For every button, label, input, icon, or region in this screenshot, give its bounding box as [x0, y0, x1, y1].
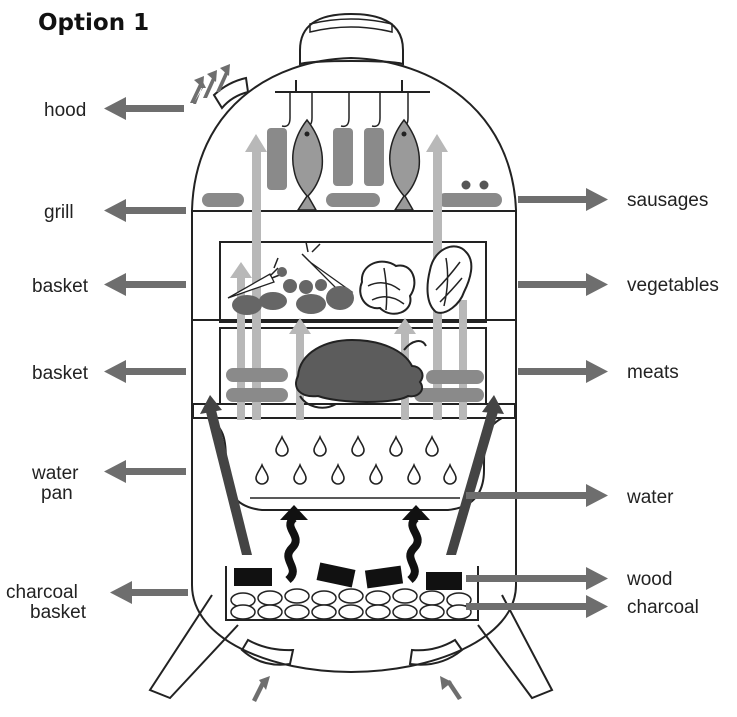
- label-wood: wood: [626, 569, 672, 590]
- meat-sausage: [226, 388, 288, 402]
- hanging-sausage: [333, 128, 353, 186]
- label-meats: meats: [627, 362, 679, 383]
- water-drop-icon: [426, 437, 438, 456]
- label-charcoal-basket-2: basket: [30, 602, 87, 623]
- arrow-right-icon: [518, 273, 608, 296]
- label-hood: hood: [44, 100, 86, 121]
- wood-chunk: [234, 568, 272, 586]
- wood-chunk: [426, 572, 462, 590]
- arrow-right-icon: [518, 360, 608, 383]
- wood-chunk: [365, 566, 403, 589]
- left-callouts: hood grill basket basket water pan charc…: [6, 97, 188, 623]
- fish-icon: [293, 120, 323, 210]
- heat-wave-icon: [280, 505, 308, 580]
- arrow-right-icon: [518, 188, 608, 211]
- label-grill: grill: [44, 202, 74, 223]
- label-basket-top: basket: [32, 276, 89, 297]
- water-drop-icon: [370, 465, 382, 484]
- heat-arrow: [206, 410, 252, 555]
- arrow-left-icon: [110, 581, 188, 604]
- right-leg: [478, 595, 552, 698]
- water-drop-icon: [276, 437, 288, 456]
- meats: [226, 340, 484, 408]
- smoke-arrow-icon: [230, 262, 252, 278]
- arrow-left-icon: [104, 460, 186, 483]
- label-charcoal-basket-1: charcoal: [6, 582, 78, 603]
- label-basket-bottom: basket: [32, 363, 89, 384]
- charcoal-pieces: [231, 589, 471, 619]
- label-water-pan-2: pan: [41, 483, 73, 504]
- water-drop-icon: [408, 465, 420, 484]
- meat-sausage: [414, 388, 484, 402]
- arrow-left-icon: [104, 97, 184, 120]
- arrow-right-icon: [466, 567, 608, 590]
- wood-chunk: [317, 562, 356, 587]
- water-drop-icon: [256, 465, 268, 484]
- left-leg: [150, 595, 238, 698]
- water-drop-icon: [352, 437, 364, 456]
- handle-grip: [310, 19, 392, 32]
- arrow-left-icon: [104, 273, 186, 296]
- water-drop-icon: [294, 465, 306, 484]
- grill-sausage: [202, 193, 244, 207]
- arrow-left-icon: [104, 199, 186, 222]
- top-handle: [300, 14, 403, 64]
- arrow-right-icon: [466, 595, 608, 618]
- water-drop-icon: [314, 437, 326, 456]
- wood-chunks: [234, 562, 462, 590]
- hood-vent: [214, 78, 248, 108]
- water-drop-icon: [444, 465, 456, 484]
- arrow-right-icon: [466, 484, 608, 507]
- meat-sausage: [426, 370, 484, 384]
- heat-wave-icon: [402, 505, 430, 580]
- water-drop-icon: [332, 465, 344, 484]
- label-vegetables: vegetables: [627, 275, 719, 296]
- water-drops: [256, 437, 456, 484]
- hanging-sausage: [364, 128, 384, 186]
- lettuce-icon: [360, 262, 414, 314]
- label-water: water: [626, 487, 674, 508]
- diagram-title: Option 1: [38, 10, 149, 36]
- water-pan: [208, 418, 502, 510]
- water-drop-icon: [390, 437, 402, 456]
- hanging-sausage: [267, 128, 287, 190]
- arrow-left-icon: [104, 360, 186, 383]
- smoke-arrow-icon: [245, 134, 267, 152]
- meat-sausage: [226, 368, 288, 382]
- grill-sausage: [326, 193, 380, 207]
- grill-sausage: [438, 193, 502, 207]
- fish-icon: [390, 120, 420, 210]
- label-sausages: sausages: [627, 190, 708, 211]
- label-charcoal: charcoal: [627, 597, 699, 618]
- hook-rack: [275, 80, 430, 126]
- smoke-arrow-icon: [426, 134, 448, 152]
- label-water-pan-1: water: [31, 463, 79, 484]
